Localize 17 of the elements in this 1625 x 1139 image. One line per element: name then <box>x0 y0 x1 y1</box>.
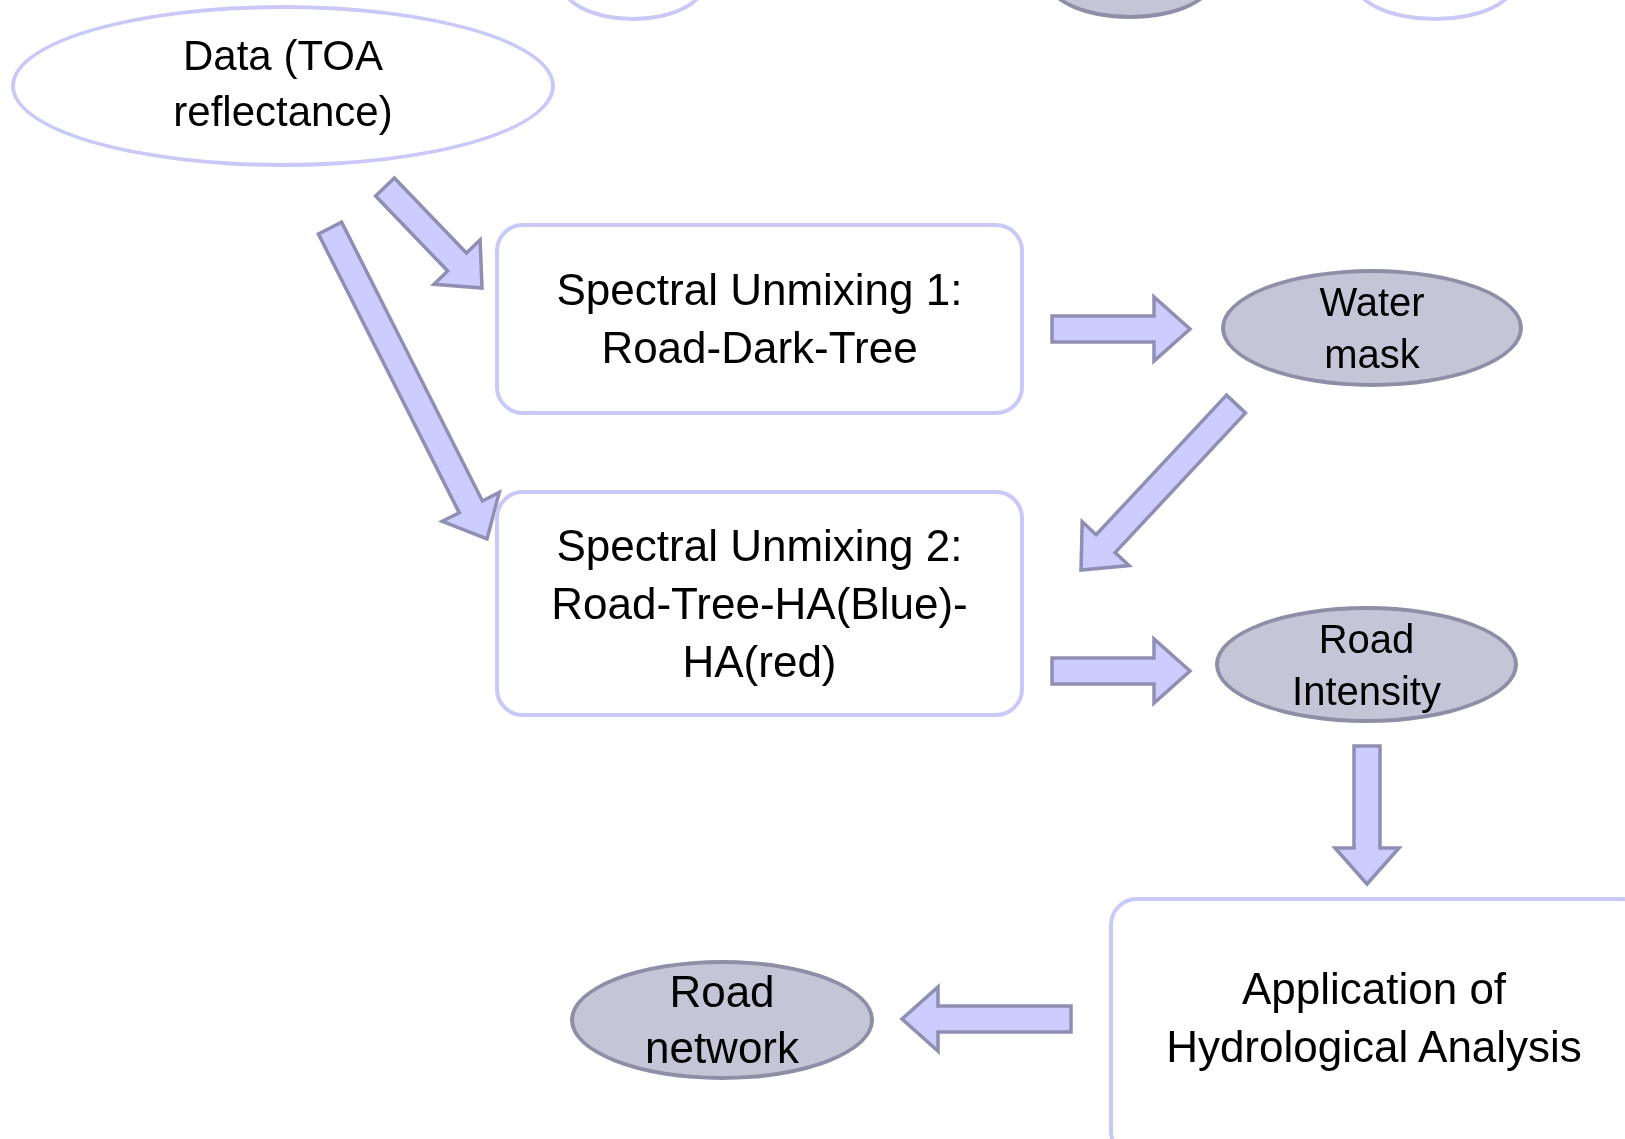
node-label: Spectral Unmixing 1: Road-Dark-Tree <box>555 264 964 374</box>
node-label: Road Intensity <box>1291 615 1442 715</box>
block-arrow <box>1331 744 1403 887</box>
block-arrow <box>1050 635 1193 707</box>
block-arrow <box>316 219 502 542</box>
node-label: Road network <box>643 966 801 1074</box>
node-label: Spectral Unmixing 2: Road-Tree-HA(Blue)-HA(red) <box>550 519 969 688</box>
block-arrow <box>1079 392 1248 572</box>
node-label: Application of Hydrological Analysis <box>1165 963 1583 1073</box>
node-label: Data (TOA reflectance) <box>172 31 394 137</box>
process-box <box>1109 897 1625 1139</box>
block-arrow <box>373 175 484 290</box>
process-box <box>495 223 1024 415</box>
block-arrow <box>899 983 1073 1055</box>
node-label: Water mask <box>1318 279 1426 378</box>
process-box <box>495 490 1024 717</box>
block-arrow <box>1050 293 1193 365</box>
